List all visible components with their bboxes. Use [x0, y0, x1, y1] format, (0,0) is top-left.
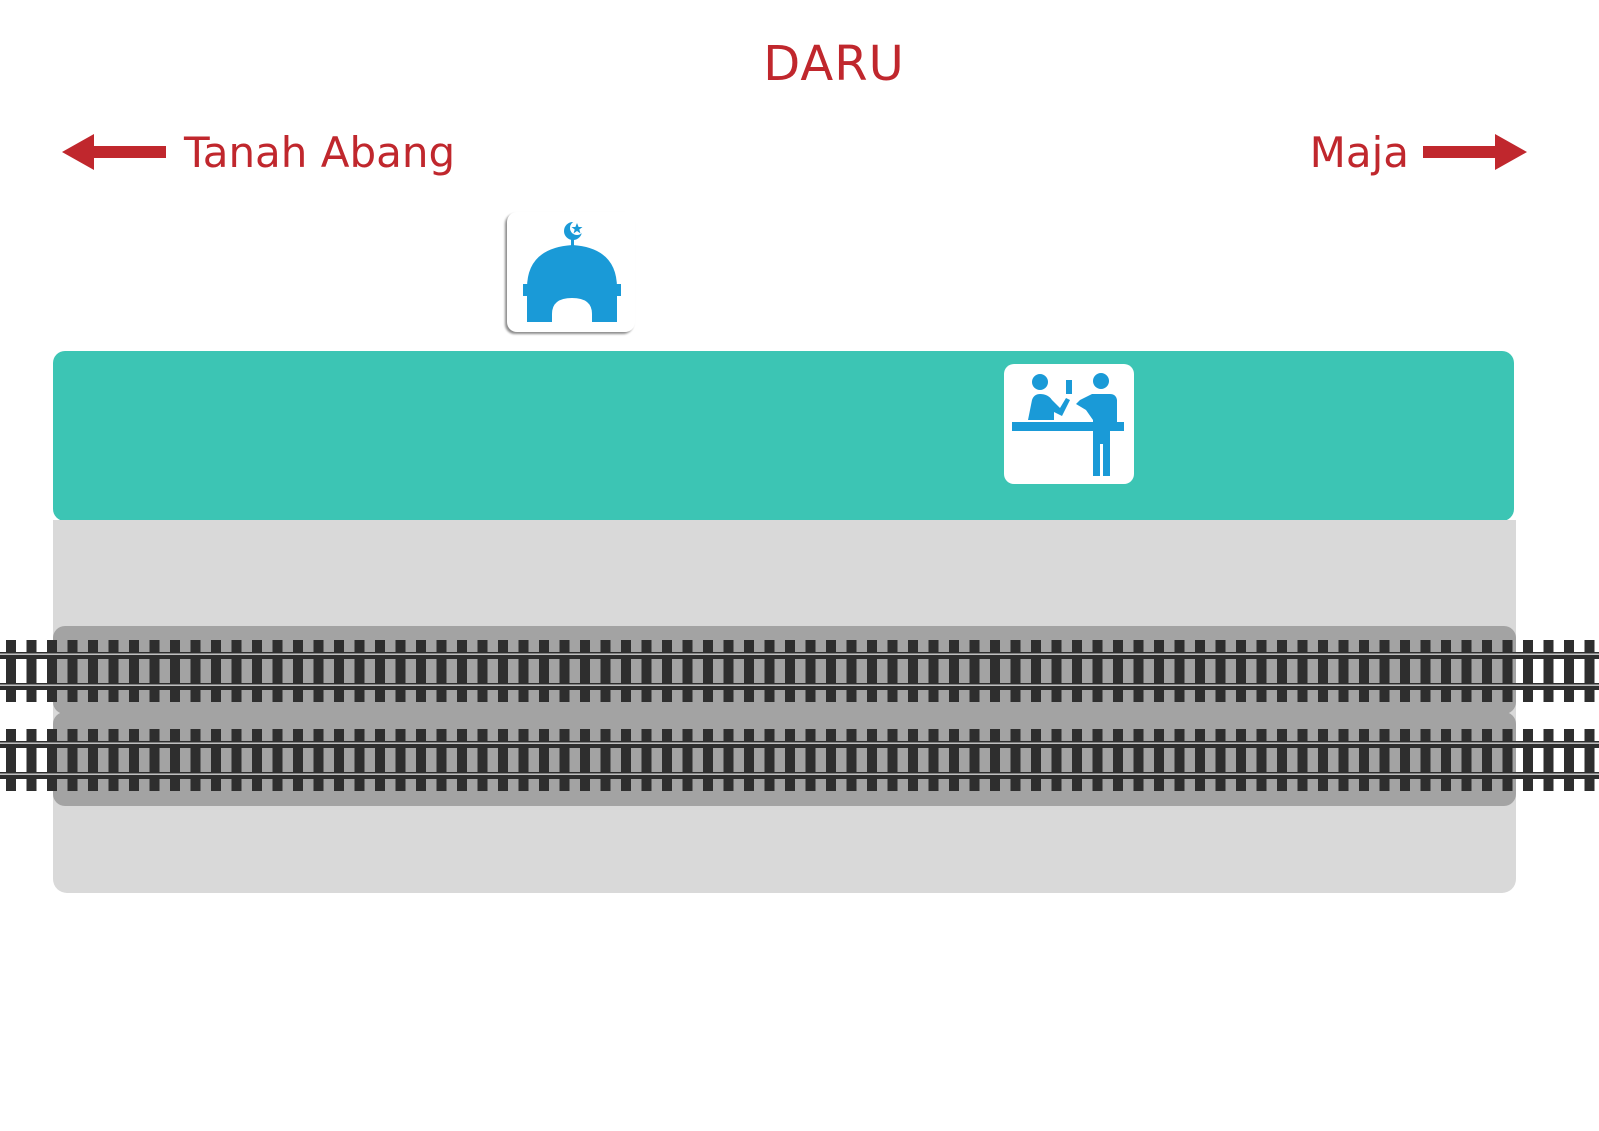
platform: [53, 351, 1514, 521]
direction-left-label: Tanah Abang: [184, 127, 456, 177]
ticket-counter-sign: [1004, 364, 1134, 484]
arrow-left-icon: [62, 134, 166, 170]
station-name: DARU: [763, 36, 905, 92]
direction-left: Tanah Abang: [62, 122, 455, 182]
direction-right-label: Maja: [1309, 127, 1409, 177]
direction-right: Maja: [1310, 122, 1527, 182]
ticket-counter-icon: [1012, 373, 1124, 476]
arrow-right-icon: [1423, 134, 1527, 170]
track-2: [0, 729, 1599, 791]
track-1: [0, 640, 1599, 702]
mosque-icon: [523, 221, 621, 322]
mosque-sign: [507, 212, 635, 332]
